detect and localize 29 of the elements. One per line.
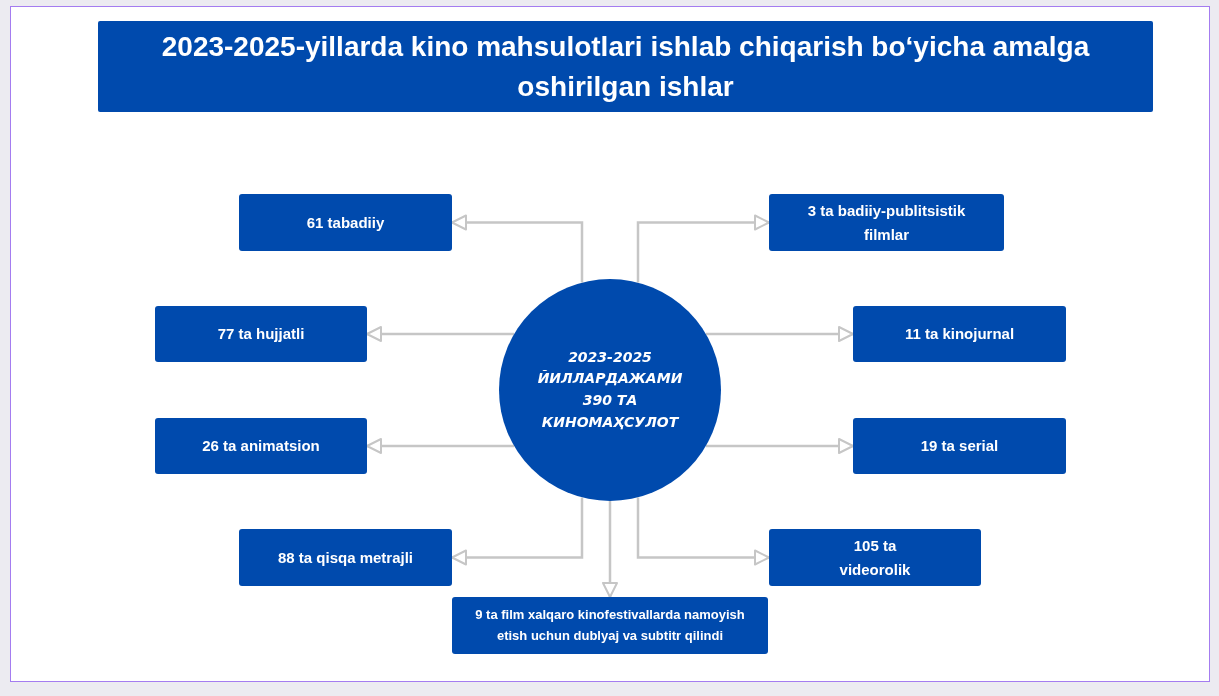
category-box	[155, 306, 367, 362]
category-label: 9 ta film xalqaro kinofestivallarda namoyish etish uchun dublyaj va subtitr qilindi	[474, 605, 746, 645]
category-box	[769, 194, 1004, 251]
arrow	[366, 438, 515, 454]
arrow	[705, 438, 854, 454]
category-box	[239, 529, 452, 586]
category-box	[155, 418, 367, 474]
category-label: 19 ta serial	[920, 436, 999, 456]
category-label: 61 tabadiiy	[306, 212, 385, 233]
category-box	[853, 418, 1066, 474]
category-label: 105 ta videorolik	[838, 535, 912, 580]
title-text: 2023-2025-yillarda kino mahsulotlari ishlab chiqarish bo‘yicha amalga oshirilgan ishlar	[160, 29, 1091, 104]
arrow	[451, 214, 584, 283]
arrow	[602, 501, 618, 598]
category-label: 77 ta hujjatli	[217, 324, 305, 344]
arrow	[451, 497, 584, 566]
arrow	[705, 326, 854, 342]
arrow	[366, 326, 515, 342]
circle-label: 2023-2025 ЙИЛЛАРДАЖАМИ 390 ТА КИНОМАҲСУЛОТ	[536, 347, 684, 432]
category-label: 88 ta qisqa metrajli	[277, 547, 414, 568]
category-box	[452, 597, 768, 654]
arrow	[636, 214, 770, 283]
category-box	[769, 529, 981, 586]
category-box	[239, 194, 452, 251]
category-label: 26 ta animatsion	[202, 436, 320, 456]
category-box	[853, 306, 1066, 362]
category-label: 3 ta badiiy-publitsistik filmlar	[806, 200, 967, 245]
arrow	[636, 497, 770, 566]
category-label: 11 ta kinojurnal	[904, 324, 1015, 344]
